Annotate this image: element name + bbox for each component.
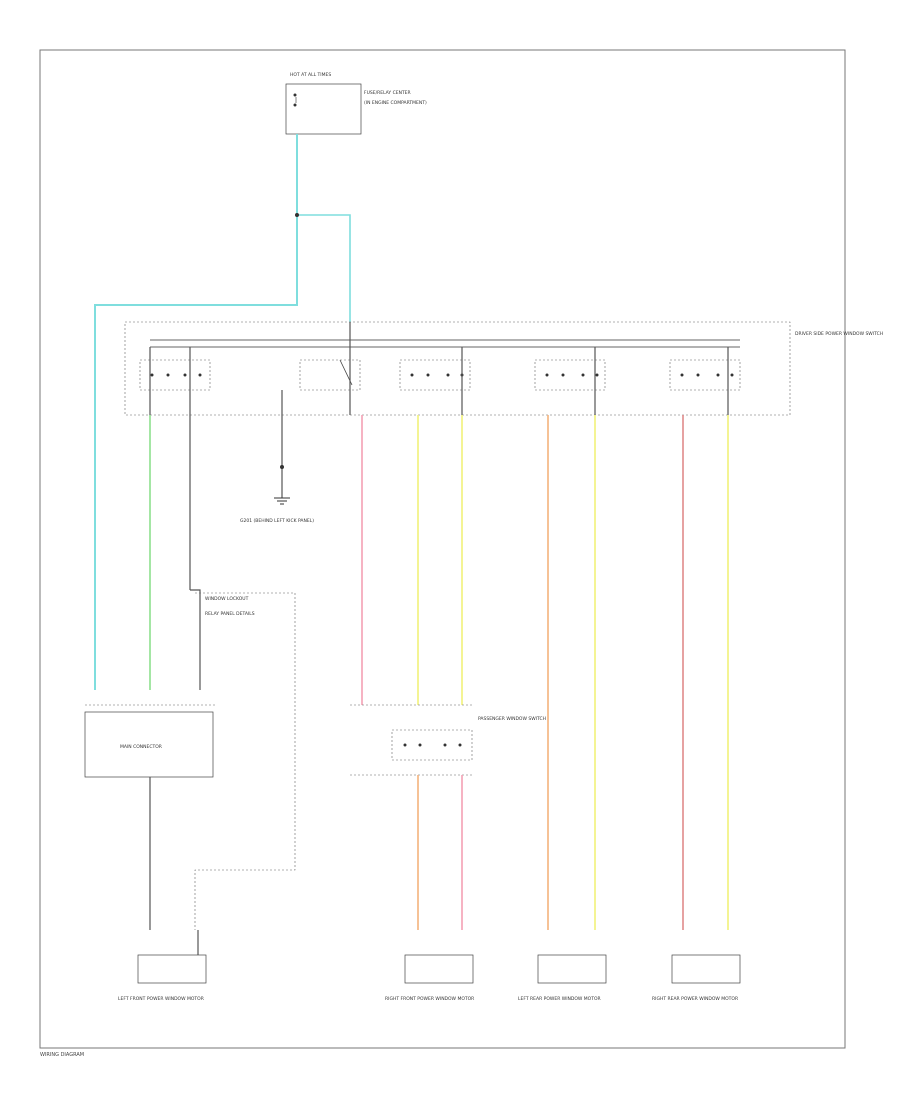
motor-rr-label: RIGHT REAR POWER WINDOW MOTOR [652,996,738,1002]
passenger-switch-title: PASSENGER WINDOW SWITCH [478,716,546,722]
output-wires [149,415,729,930]
motor-lr: LEFT REAR POWER WINDOW MOTOR [518,954,607,1002]
ground-circuit: G201 (BEHIND LEFT KICK PANEL) [240,415,314,524]
module-block: MAIN CONNECTOR [84,704,215,930]
switch-group-rf [399,359,471,391]
motor-lf-label: LEFT FRONT POWER WINDOW MOTOR [118,996,204,1002]
feed-wires [94,134,351,690]
fuse-box-note-b: (IN ENGINE COMPARTMENT) [364,100,427,106]
motor-lf: LEFT FRONT POWER WINDOW MOTOR [118,930,207,1002]
master-switch-title: DRIVER SIDE POWER WINDOW SWITCH [795,331,883,337]
switch-group-rr [669,359,741,391]
switch-group-lr [534,359,606,391]
ground-label: G201 (BEHIND LEFT KICK PANEL) [240,518,314,524]
control-box-title: WINDOW LOCKOUT [205,596,249,602]
switch-group-lockout [299,359,361,391]
wire-light-blue-branch [297,214,351,322]
passenger-switch: PASSENGER WINDOW SWITCH [350,704,546,930]
switch-group-lf [139,359,211,391]
fuse-box-title: HOT AT ALL TIMES [290,72,331,78]
fuse-box-note-a: FUSE/RELAY CENTER [364,90,411,96]
module-label: MAIN CONNECTOR [120,744,162,750]
motor-rr: RIGHT REAR POWER WINDOW MOTOR [652,954,741,1002]
motor-lr-label: LEFT REAR POWER WINDOW MOTOR [518,996,601,1002]
motor-rf-label: RIGHT FRONT POWER WINDOW MOTOR [385,996,474,1002]
control-box-note: RELAY PANEL DETAILS [205,611,255,617]
figure-id: WIRING DIAGRAM [40,1052,84,1058]
motor-rf: RIGHT FRONT POWER WINDOW MOTOR [385,954,474,1002]
wire-light-blue-main [94,134,298,690]
control-box: WINDOW LOCKOUT RELAY PANEL DETAILS [194,592,296,930]
fuse-box: HOT AT ALL TIMES FUSE/RELAY CENTER (IN E… [285,72,427,135]
diagram-border [39,49,846,1049]
master-switch-assembly: DRIVER SIDE POWER WINDOW SWITCH [124,321,883,416]
